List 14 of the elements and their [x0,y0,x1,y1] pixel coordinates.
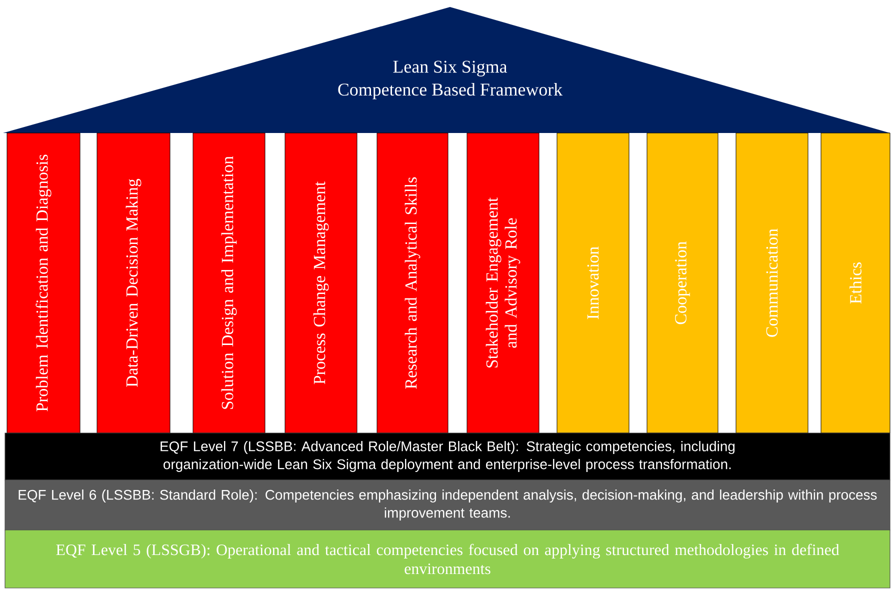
level-band: EQF Level 6 (LSSBB: Standard Role): Competencies emphasizing independent analysis, decision-making, and leadership within process improvement teams. [4,480,890,530]
pillar: Problem Identification and Diagnosis [6,132,80,434]
level-band: EQF Level 5 (LSSGB): Operational and tactical competencies focused on applying structured methodologies in defined environments [4,530,890,588]
pillar: Cooperation [646,132,718,434]
pillar: Stakeholder Engagement and Advisory Role [466,132,540,434]
level-band: EQF Level 7 (LSSBB: Advanced Role/Master Black Belt): Strategic competencies, including organization-wide Lean Six Sigma deployment and enterprise-level process transformation. [4,432,890,480]
pillar: Innovation [556,132,630,434]
pillar: Data-Driven Decision Making [96,132,170,434]
pillar: Communication [736,132,808,434]
roof-triangle: Lean Six Sigma Competence Based Framework [3,7,890,133]
pillar: Process Change Management [284,132,358,434]
pillar: Ethics [820,132,890,434]
pillar: Solution Design and Implementation [192,132,266,434]
pillar: Research and Analytical Skills [376,132,448,434]
